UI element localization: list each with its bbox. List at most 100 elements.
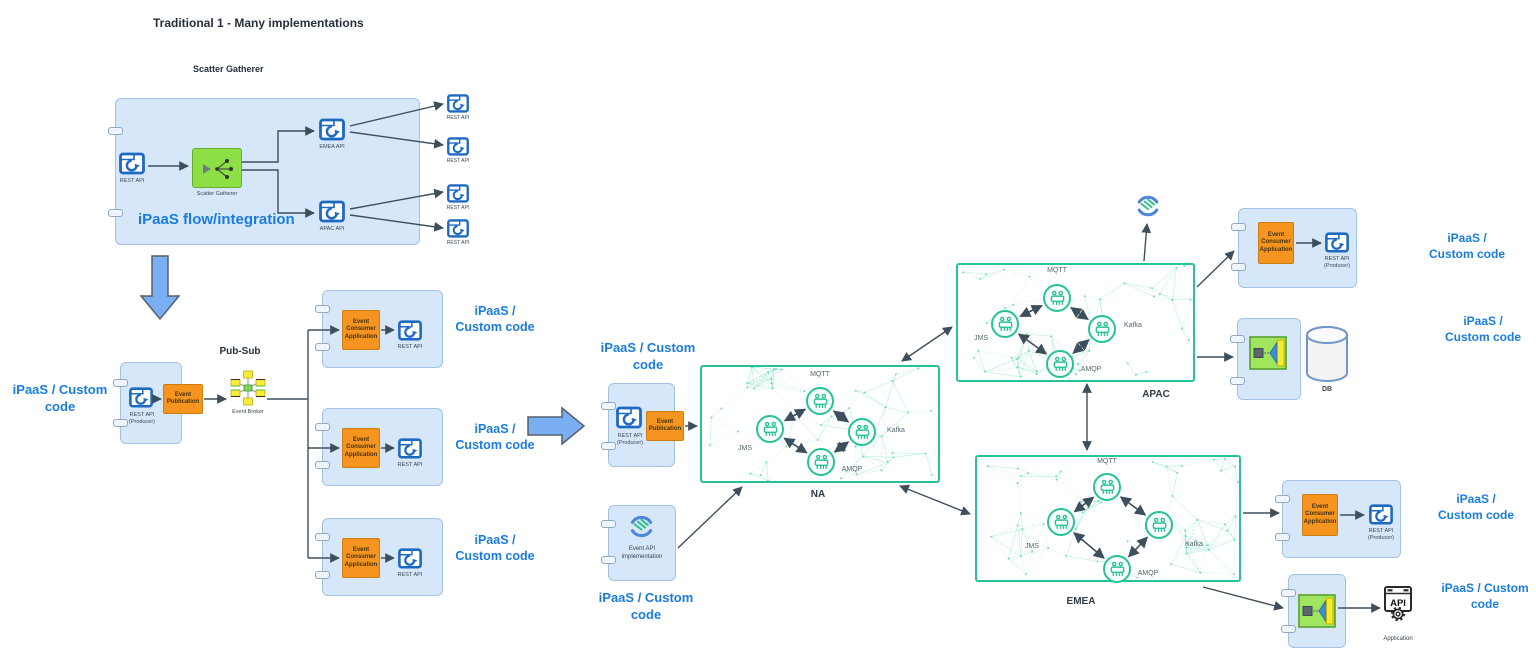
database-icon [1305,325,1349,383]
scatter-node-label: Scatter Gatherer [196,191,238,197]
component-tab [108,127,123,135]
rest-api-producer-icon [1368,502,1394,526]
rest-api-icon [446,217,470,239]
application-label: Application [1383,636,1413,642]
node-label: Kafka [1124,322,1142,329]
broker-node-icon [812,393,829,410]
broker-node-icon [854,424,871,441]
component-tab [113,379,128,387]
rest-api-label: REST API [397,462,423,468]
broker-node-amqp [1046,350,1074,378]
rest-api-producer-label: REST API (Producer) [1324,256,1350,269]
broker-node-amqp [807,448,835,476]
connector-adapter-icon [1249,336,1287,370]
node-label: AMQP [841,466,863,473]
event-publication-box: Event Publication [163,384,203,414]
event-consumer-app: Event Consumer Application [342,428,380,468]
pubsub-title: Pub-Sub [219,346,261,357]
api-application-icon [1383,585,1413,621]
rest-api-icon [446,182,470,204]
rest-api-label: REST API [446,240,470,246]
rest-api-producer-label: REST API (Producer) [617,433,643,446]
node-label: AMQP [1080,366,1102,373]
region-label-apac: APAC [1142,389,1170,400]
component-tab [1230,335,1245,343]
emea-api-label: EMEA API [319,144,345,150]
ipaas-custom-code-caption: iPaaS / Custom code [455,304,535,335]
rest-api-icon [446,135,470,157]
broker-node-kafka [848,418,876,446]
db-adapter-box [1230,318,1301,400]
apac-api-label: APAC API [319,226,345,232]
component-tab [1281,589,1296,597]
broker-node-mqtt [1093,473,1121,501]
component-tab [315,305,330,313]
event-api-label: Event API implementation [621,546,663,560]
event-consumer-app: Event Consumer Application [342,310,380,350]
scatter-gatherer-node [192,148,242,188]
broker-node-mqtt [806,387,834,415]
broker-node-jms [991,310,1019,338]
node-label: JMS [974,335,988,342]
broker-node-kafka [1088,315,1116,343]
ipaas-custom-code-caption: iPaaS / Custom code [600,340,696,372]
component-tab [1275,533,1290,541]
connector-adapter-icon [1298,594,1336,628]
component-tab [315,571,330,579]
broker-node-mqtt [1043,284,1071,312]
broker-node-icon [1151,517,1168,534]
component-tab [601,442,616,450]
broker-node-icon [1109,561,1126,578]
component-tab [601,520,616,528]
emea-api-icon [318,116,346,142]
event-consumer-app: Event Consumer Application [1302,494,1338,536]
mesh-network-pattern [986,457,1239,579]
ipaas-custom-code-caption: iPaaS / Custom code [12,382,108,414]
broker-node-icon [762,421,779,438]
component-tab [601,556,616,564]
ipaas-custom-code-caption: iPaaS / Custom code [1441,581,1529,611]
solace-icon [628,512,655,541]
broker-node-icon [1099,479,1116,496]
component-tab [1230,377,1245,385]
ipaas-custom-code-caption: iPaaS / Custom code [455,533,535,564]
broker-node-jms [1047,508,1075,536]
rest-api-producer-icon [1324,230,1350,254]
mesh-region-apac: MQTT JMS Kafka AMQP [956,263,1195,382]
rest-api-label: REST API [446,205,470,211]
broker-node-icon [1053,514,1070,531]
event-broker-icon [229,370,267,406]
rest-api-icon [397,546,423,570]
event-api-box [601,505,676,581]
rest-api-producer-icon [615,404,643,430]
rest-api-label: REST API [397,344,423,350]
region-label-na: NA [810,489,826,500]
ipaas-custom-code-caption: iPaaS / Custom code [1437,492,1514,522]
rest-api-icon [118,150,146,176]
broker-node-icon [1049,290,1066,307]
ipaas-flow-caption: iPaaS flow/integration [138,211,295,228]
component-tab [1231,263,1246,271]
broker-node-icon [813,454,830,471]
event-broker-label: Event Broker [232,409,264,415]
node-label: MQTT [1097,458,1117,465]
rest-api-label: REST API [119,178,145,184]
component-tab [1231,223,1246,231]
consumer-box [315,518,443,596]
component-tab [315,461,330,469]
component-tab [108,209,123,217]
ipaas-custom-code-caption: iPaaS / Custom code [455,422,535,453]
broker-node-amqp [1103,555,1131,583]
component-tab [113,419,128,427]
broker-node-icon [1052,356,1069,373]
component-tab [315,533,330,541]
component-tab [601,402,616,410]
consumer-box [315,408,443,486]
component-tab [1281,625,1296,633]
node-label: Kafka [1185,541,1203,548]
rest-api-label: REST API [446,158,470,164]
mesh-region-emea: MQTT JMS Kafka AMQP [975,455,1241,583]
event-consumer-app: Event Consumer Application [1258,222,1294,264]
flow-arrow-down [139,255,181,321]
